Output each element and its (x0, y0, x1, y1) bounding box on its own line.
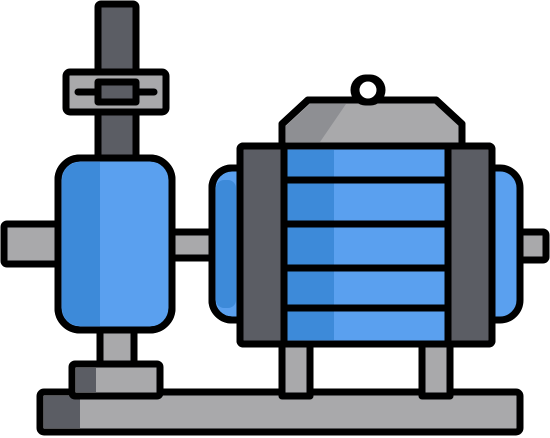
pipe-flange (62, 68, 170, 116)
motor-legs (278, 336, 454, 400)
motor-top-cover (278, 96, 466, 150)
motor-body (236, 142, 496, 348)
pump-foot (68, 360, 164, 400)
pump-housing (54, 154, 176, 334)
lifting-eye-icon (350, 74, 386, 106)
